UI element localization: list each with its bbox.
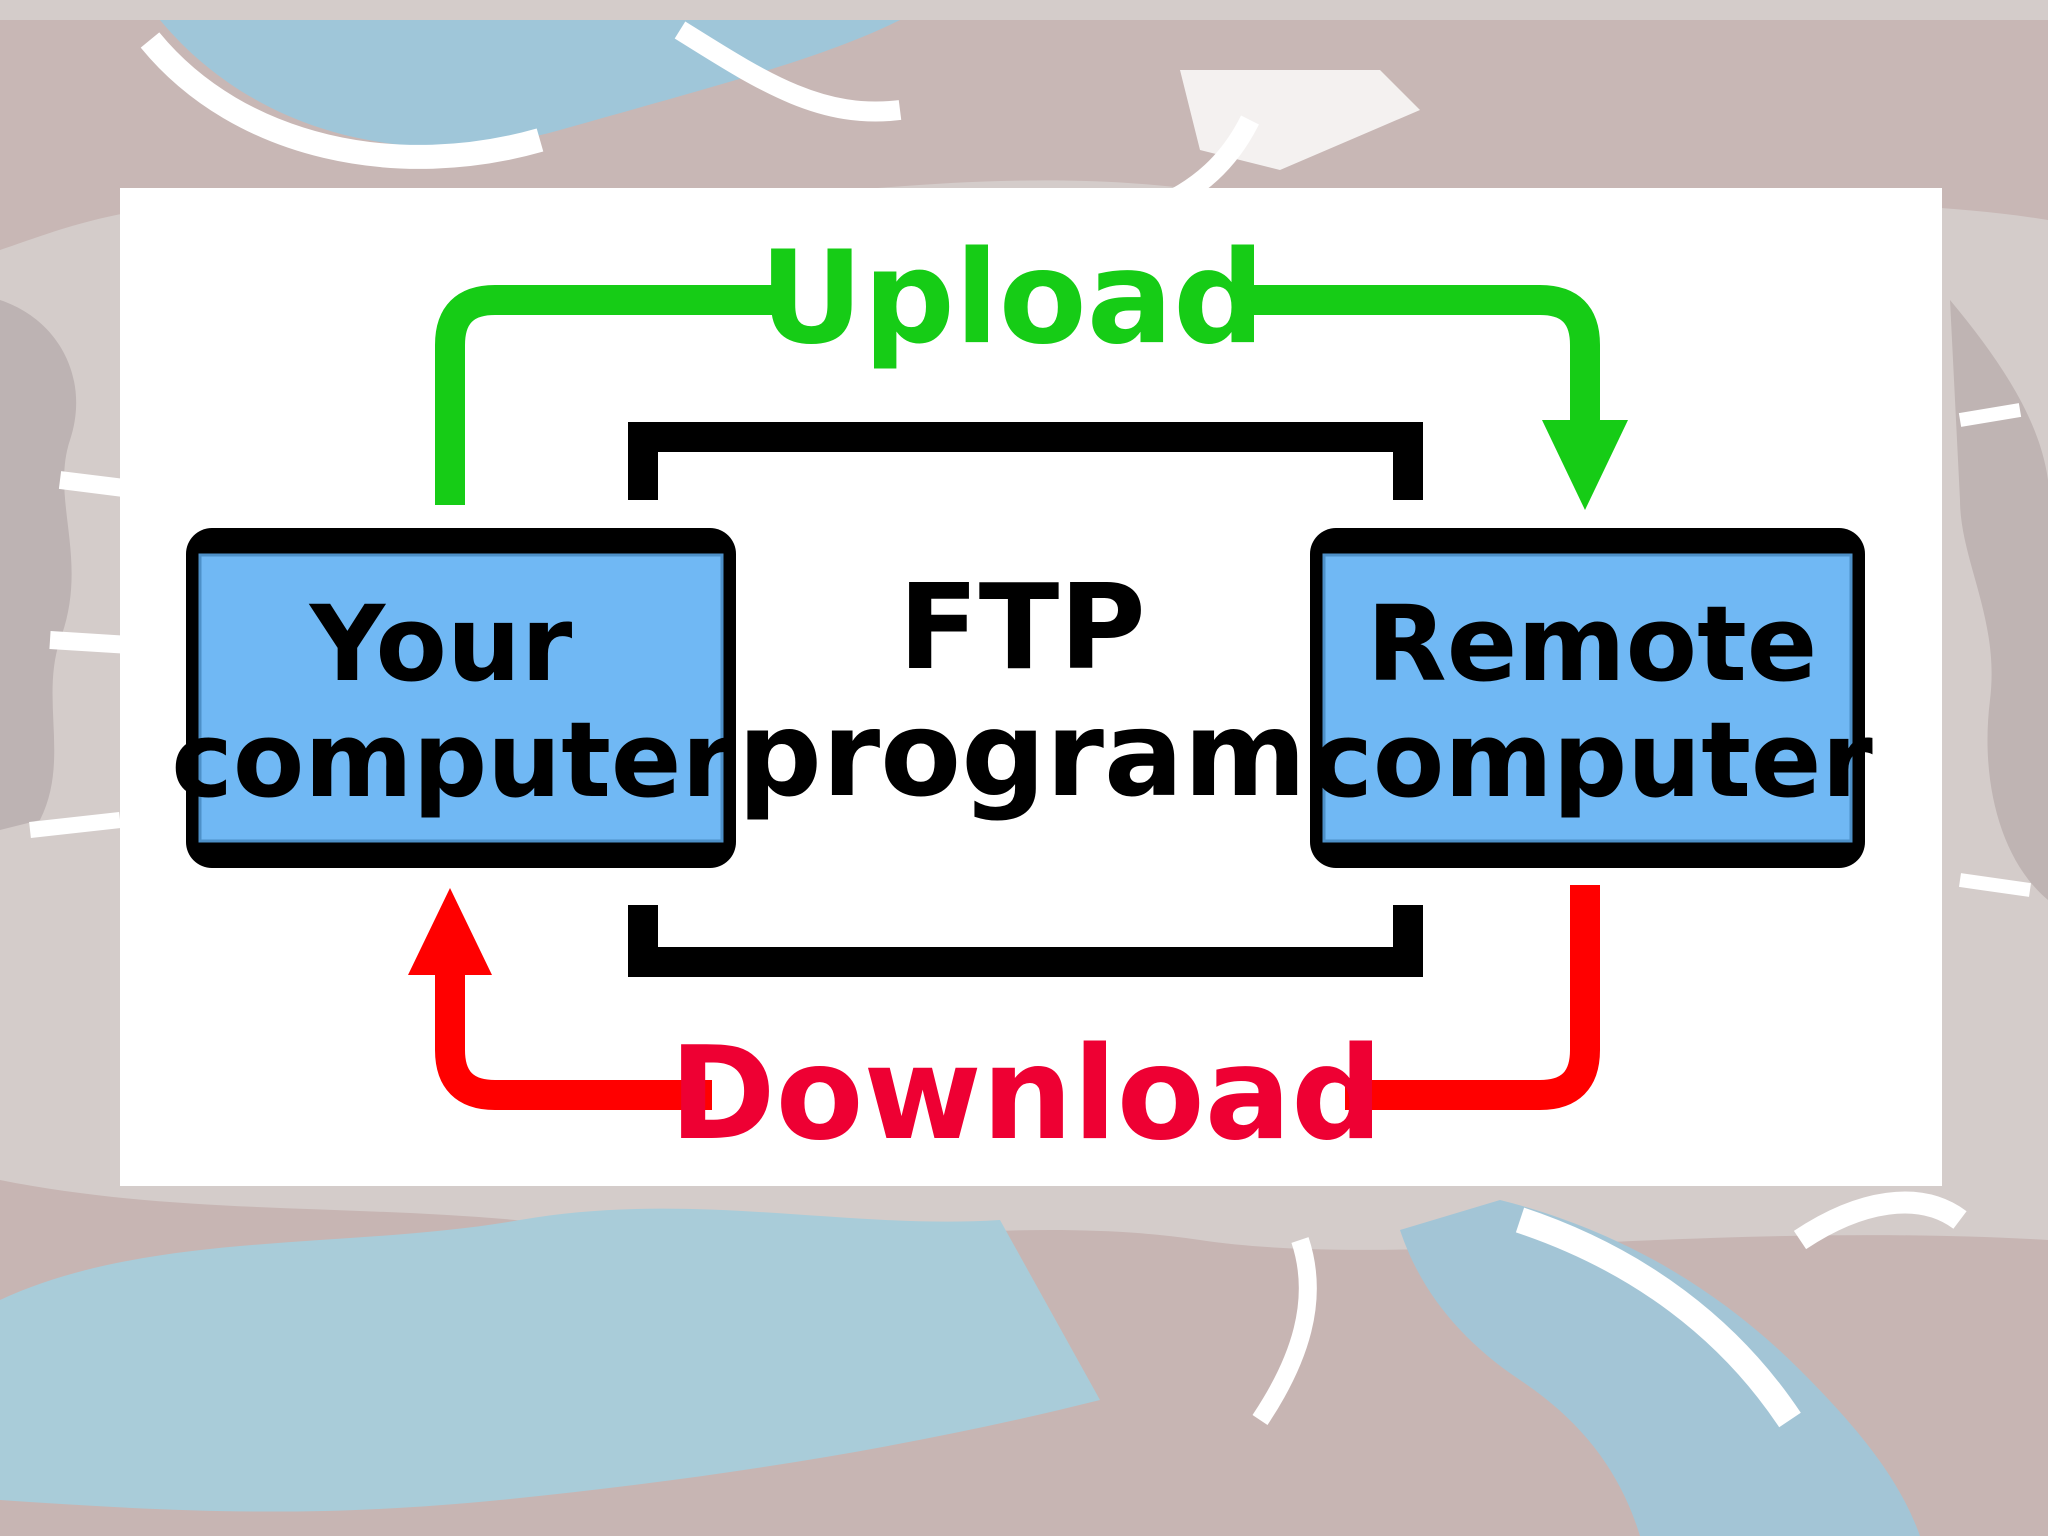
upload-arrowhead [1542, 420, 1628, 510]
your-computer-label-line2: computer [171, 699, 733, 821]
upload-label: Upload [759, 224, 1264, 373]
ftp-program-frame [628, 422, 1423, 977]
download-arrow [408, 885, 1600, 1110]
your-computer-label-line1: Your [308, 583, 573, 705]
download-label: Download [669, 1020, 1382, 1169]
ftp-program-label-line2: program [738, 685, 1307, 823]
remote-computer-node: Remote computer [1310, 528, 1873, 868]
remote-computer-label-line2: computer [1311, 699, 1873, 821]
ftp-program-label-line1: FTP [898, 558, 1146, 696]
upload-arrow [435, 285, 1628, 510]
your-computer-node: Your computer [171, 528, 736, 868]
download-arrowhead [408, 888, 492, 975]
remote-computer-label-line1: Remote [1367, 583, 1818, 705]
